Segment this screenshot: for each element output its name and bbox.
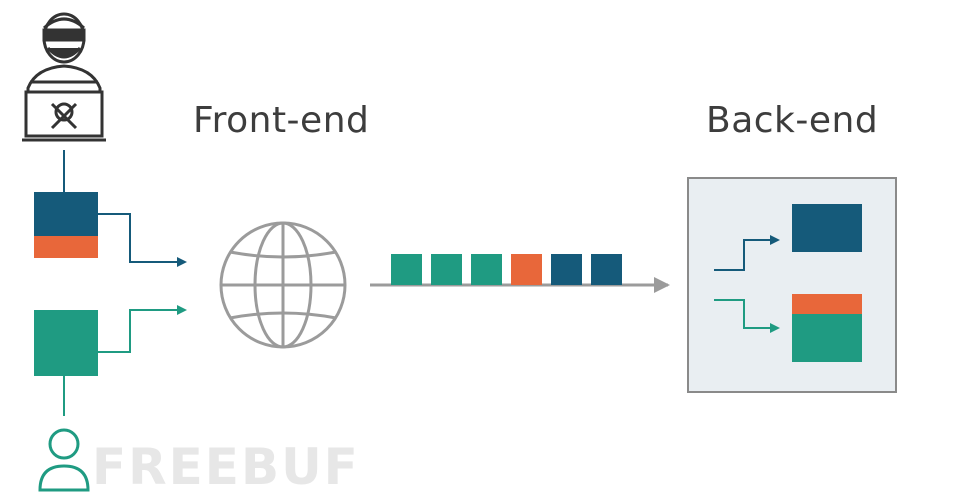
- attacker-arrow: [98, 213, 187, 267]
- victim-request-block: [34, 310, 98, 376]
- request-queue: [391, 254, 622, 285]
- attacker-request-block: [34, 192, 98, 236]
- queue-request-teal: [391, 254, 422, 285]
- victim-arrow: [98, 305, 187, 353]
- backend-arrow-top: [714, 235, 780, 271]
- backend-victim-block: [792, 314, 862, 362]
- backend-label: Back-end: [706, 100, 879, 141]
- watermark: FREEBUF: [92, 438, 360, 496]
- backend-arrow-bottom: [714, 299, 780, 333]
- user-icon: [38, 428, 90, 492]
- smuggled-prefix-block: [34, 236, 98, 258]
- frontend-label: Front-end: [193, 100, 370, 141]
- hacker-icon: [22, 12, 106, 142]
- queue-request-teal: [471, 254, 502, 285]
- queue-request-dark_blue: [551, 254, 582, 285]
- backend-attacker-block: [792, 204, 862, 252]
- queue-request-teal: [431, 254, 462, 285]
- queue-request-orange: [511, 254, 542, 285]
- globe-icon: [219, 221, 347, 349]
- backend-prefix-block: [792, 294, 862, 314]
- queue-request-dark_blue: [591, 254, 622, 285]
